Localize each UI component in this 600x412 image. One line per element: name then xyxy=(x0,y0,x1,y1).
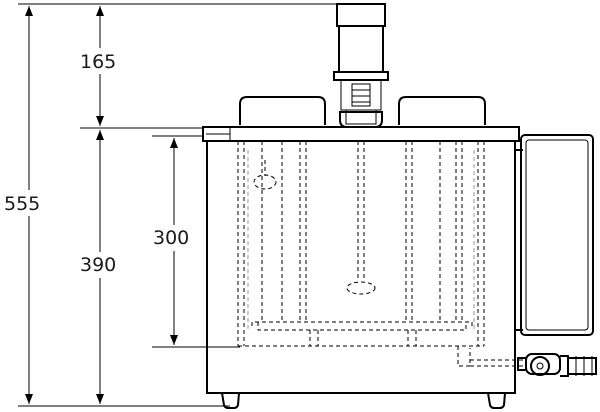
left-foot xyxy=(221,392,240,409)
liquid-height-label: 300 xyxy=(153,227,189,249)
drain-valve xyxy=(517,353,597,377)
left-lid-handle xyxy=(239,96,326,125)
valve-knob xyxy=(530,356,550,376)
hidden-internal-lines xyxy=(237,141,526,367)
hose-connector xyxy=(560,355,569,377)
motor-shaft-housing xyxy=(338,25,384,73)
lid xyxy=(202,126,520,142)
tank-body xyxy=(206,140,516,394)
right-lid-handle xyxy=(398,96,486,125)
cover-height-label: 165 xyxy=(80,51,116,73)
hose-barb xyxy=(568,357,597,375)
side-control-box xyxy=(515,134,594,336)
shaft-clamp xyxy=(345,109,377,125)
body-height-label: 390 xyxy=(80,254,116,276)
control-box-housing xyxy=(520,134,594,336)
total-height-label: 555 xyxy=(4,193,40,215)
coupling-window xyxy=(351,83,371,107)
right-foot xyxy=(487,392,506,409)
dimension-lines xyxy=(18,3,340,407)
top-motor-assembly xyxy=(333,3,389,128)
top-nut xyxy=(336,3,386,27)
housing-flange xyxy=(333,71,389,81)
